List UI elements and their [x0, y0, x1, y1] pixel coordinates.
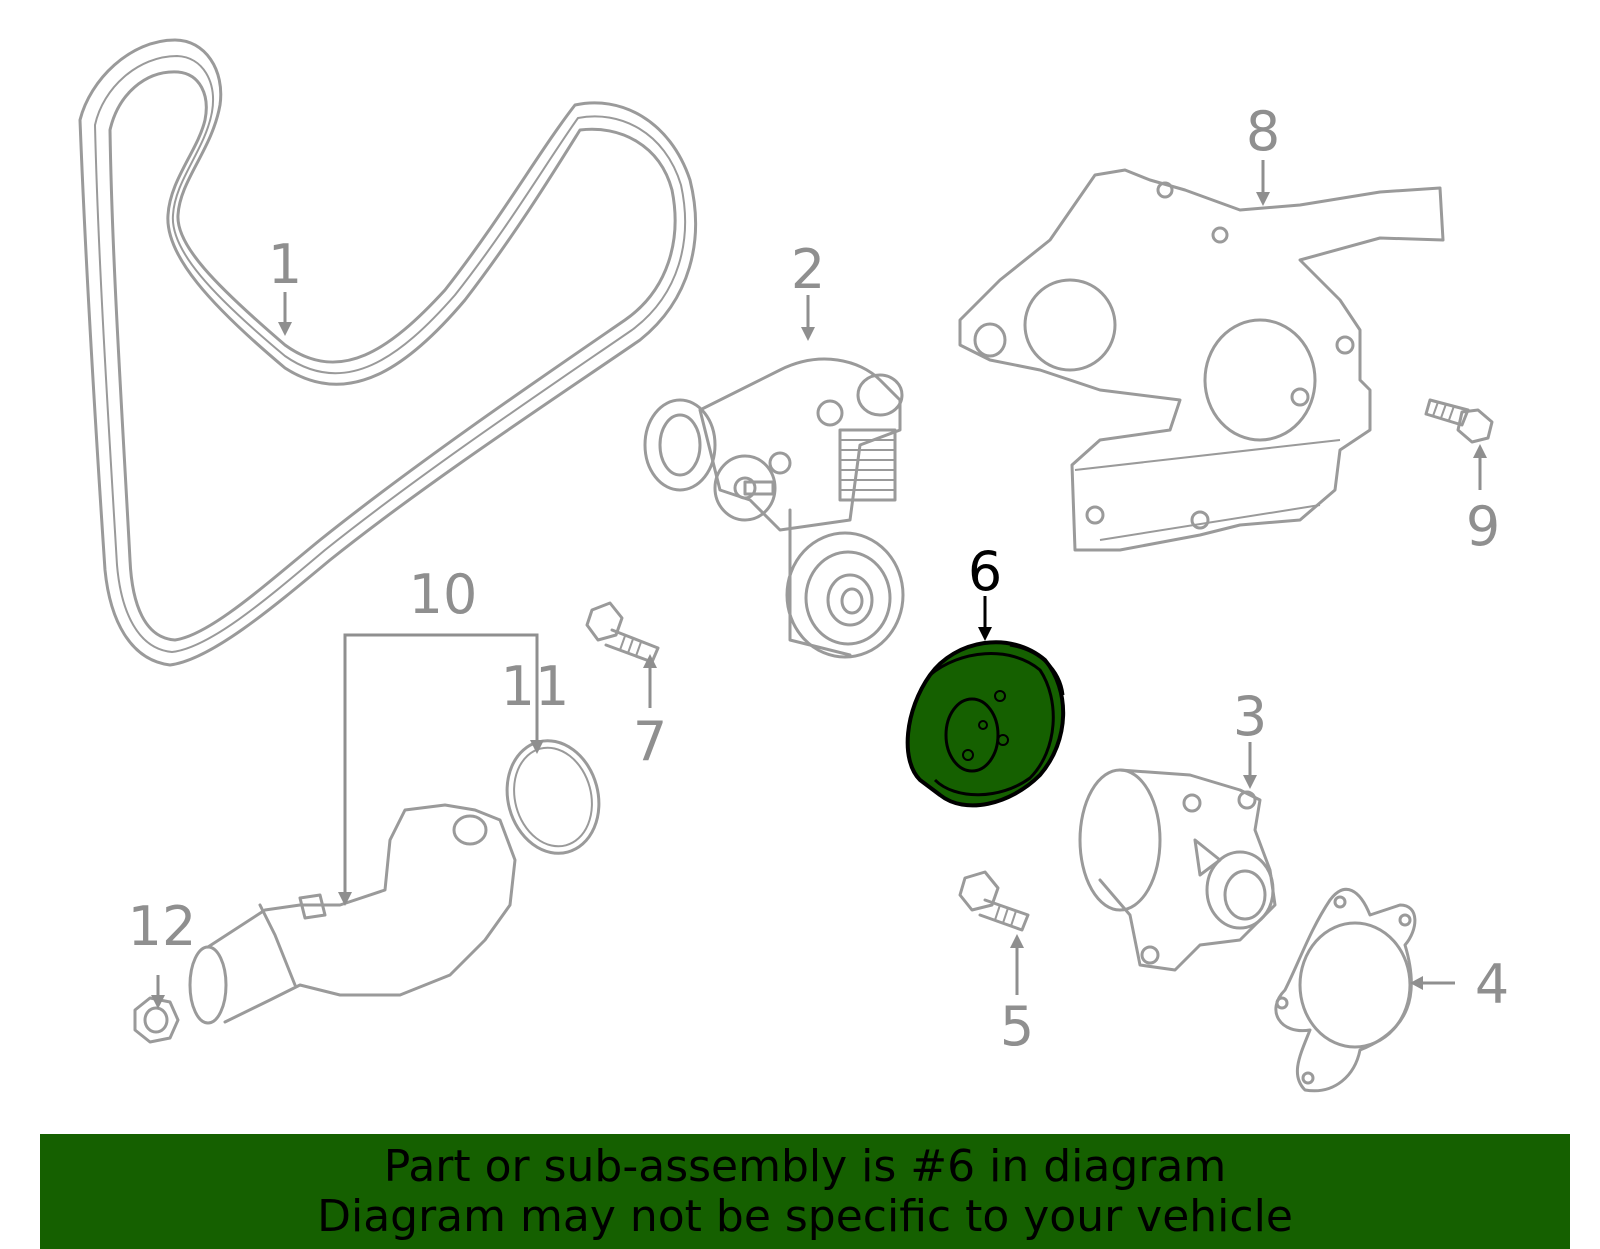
part-2-belt-tensioner[interactable]: [643, 357, 905, 659]
callout-numbers: 1 2 3 4 5 6 7 8 9 10 11 12: [128, 100, 1510, 1058]
callout-4: 4: [1475, 953, 1509, 1016]
part-info-banner: Part or sub-assembly is #6 in diagram Di…: [40, 1134, 1570, 1249]
part-5-bolt[interactable]: [958, 870, 1030, 932]
callout-8: 8: [1246, 100, 1280, 163]
part-4-gasket[interactable]: [1274, 887, 1417, 1093]
part-6-pulley-highlighted[interactable]: [905, 640, 1066, 808]
callout-1: 1: [268, 233, 302, 296]
callout-11: 11: [501, 655, 570, 718]
callout-6: 6: [968, 540, 1002, 603]
banner-line-1: Part or sub-assembly is #6 in diagram: [383, 1141, 1227, 1192]
part-11-o-ring[interactable]: [495, 730, 611, 863]
callout-3: 3: [1233, 685, 1267, 748]
exploded-parts-diagram: 1 2 3 4 5 6 7 8 9 10 11 12: [78, 38, 1510, 1093]
part-7-bolt[interactable]: [585, 601, 660, 664]
callout-2: 2: [791, 238, 825, 301]
part-3-water-pump[interactable]: [1078, 768, 1277, 972]
part-8-thermostat-housing[interactable]: [958, 168, 1445, 552]
part-9-bolt[interactable]: [1424, 398, 1494, 444]
leader-lines: [151, 160, 1487, 1009]
part-10-coolant-pipe[interactable]: [188, 803, 517, 1025]
part-1-drive-belt[interactable]: [78, 38, 697, 667]
callout-5: 5: [1000, 995, 1034, 1058]
banner-line-2: Diagram may not be specific to your vehi…: [317, 1191, 1293, 1242]
callout-12: 12: [128, 895, 197, 958]
callout-7: 7: [633, 710, 667, 773]
callout-10: 10: [409, 563, 478, 626]
callout-9: 9: [1466, 495, 1500, 558]
